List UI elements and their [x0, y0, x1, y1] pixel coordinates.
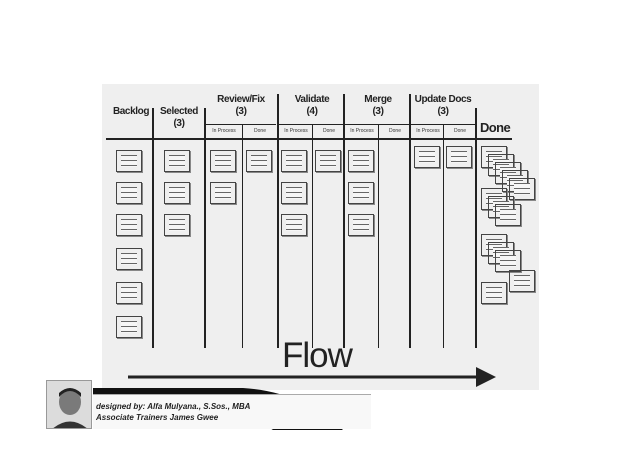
flow-arrow: [128, 367, 496, 387]
review-in-process-card: [210, 182, 236, 204]
column-title-done: Done: [480, 120, 511, 135]
merge-in-process-card: [348, 214, 374, 236]
column-title-validate: Validate (4): [294, 94, 330, 117]
person-icon: [47, 381, 91, 428]
column-title-selected: Selected (3): [160, 106, 198, 129]
selected-card: [164, 214, 190, 236]
done-card: [495, 204, 521, 226]
backlog-card: [116, 150, 142, 172]
subheader-line-review: [206, 124, 276, 125]
validate-done-card: [315, 150, 341, 172]
column-title-review-fix: Review/Fix (3): [217, 94, 265, 117]
credit-bar: [93, 394, 371, 429]
validate-done-label: Done: [323, 128, 335, 134]
trainer-text: Associate Trainers James Gwee: [96, 413, 219, 422]
divider-update-sub: [443, 124, 444, 348]
header-underline: [106, 138, 512, 140]
review-done-card: [246, 150, 272, 172]
divider-backlog-selected: [152, 108, 154, 348]
merge-in-process-label: In Process: [350, 128, 374, 134]
merge-in-process-card: [348, 150, 374, 172]
review-in-process-card: [210, 150, 236, 172]
backlog-card: [116, 282, 142, 304]
author-photo: [46, 380, 92, 429]
backlog-card: [116, 316, 142, 338]
selected-card: [164, 150, 190, 172]
validate-in-process-card: [281, 214, 307, 236]
validate-in-process-card: [281, 150, 307, 172]
selected-card: [164, 182, 190, 204]
divider-update-done: [475, 108, 477, 348]
update-docs-done-label: Done: [454, 128, 466, 134]
done-card: [481, 282, 507, 304]
done-card: [509, 270, 535, 292]
divider-review-sub: [242, 124, 243, 348]
divider-merge-update: [409, 94, 411, 348]
column-title-merge: Merge (3): [364, 94, 392, 117]
done-card: [495, 250, 521, 272]
merge-in-process-card: [348, 182, 374, 204]
column-title-backlog: Backlog: [112, 106, 150, 117]
kanban-board: Backlog Selected (3) Review/Fix (3) Vali…: [102, 84, 539, 390]
validate-in-process-label: In Process: [284, 128, 308, 134]
divider-selected-review: [204, 108, 206, 348]
designed-by-text: designed by: Alfa Mulyana., S.Sos., MBA: [96, 402, 251, 411]
divider-validate-sub: [312, 124, 313, 348]
review-done-label: Done: [254, 128, 266, 134]
subheader-line-validate: [278, 124, 344, 125]
validate-in-process-card: [281, 182, 307, 204]
flow-label: Flow: [282, 336, 353, 375]
divider-validate-merge: [343, 94, 345, 348]
divider-review-validate: [277, 94, 279, 348]
update-docs-done-card: [446, 146, 472, 168]
divider-merge-sub: [378, 124, 379, 348]
column-title-update-docs: Update Docs (3): [414, 94, 472, 117]
merge-done-label: Done: [389, 128, 401, 134]
review-in-process-label: In Process: [212, 128, 236, 134]
update-docs-in-process-card: [414, 146, 440, 168]
update-docs-in-process-label: In Process: [416, 128, 440, 134]
subheader-line-merge: [344, 124, 410, 125]
credit-banner: designed by: Alfa Mulyana., S.Sos., MBA …: [46, 380, 371, 430]
backlog-card: [116, 182, 142, 204]
backlog-card: [116, 214, 142, 236]
done-card: [509, 178, 535, 200]
backlog-card: [116, 248, 142, 270]
